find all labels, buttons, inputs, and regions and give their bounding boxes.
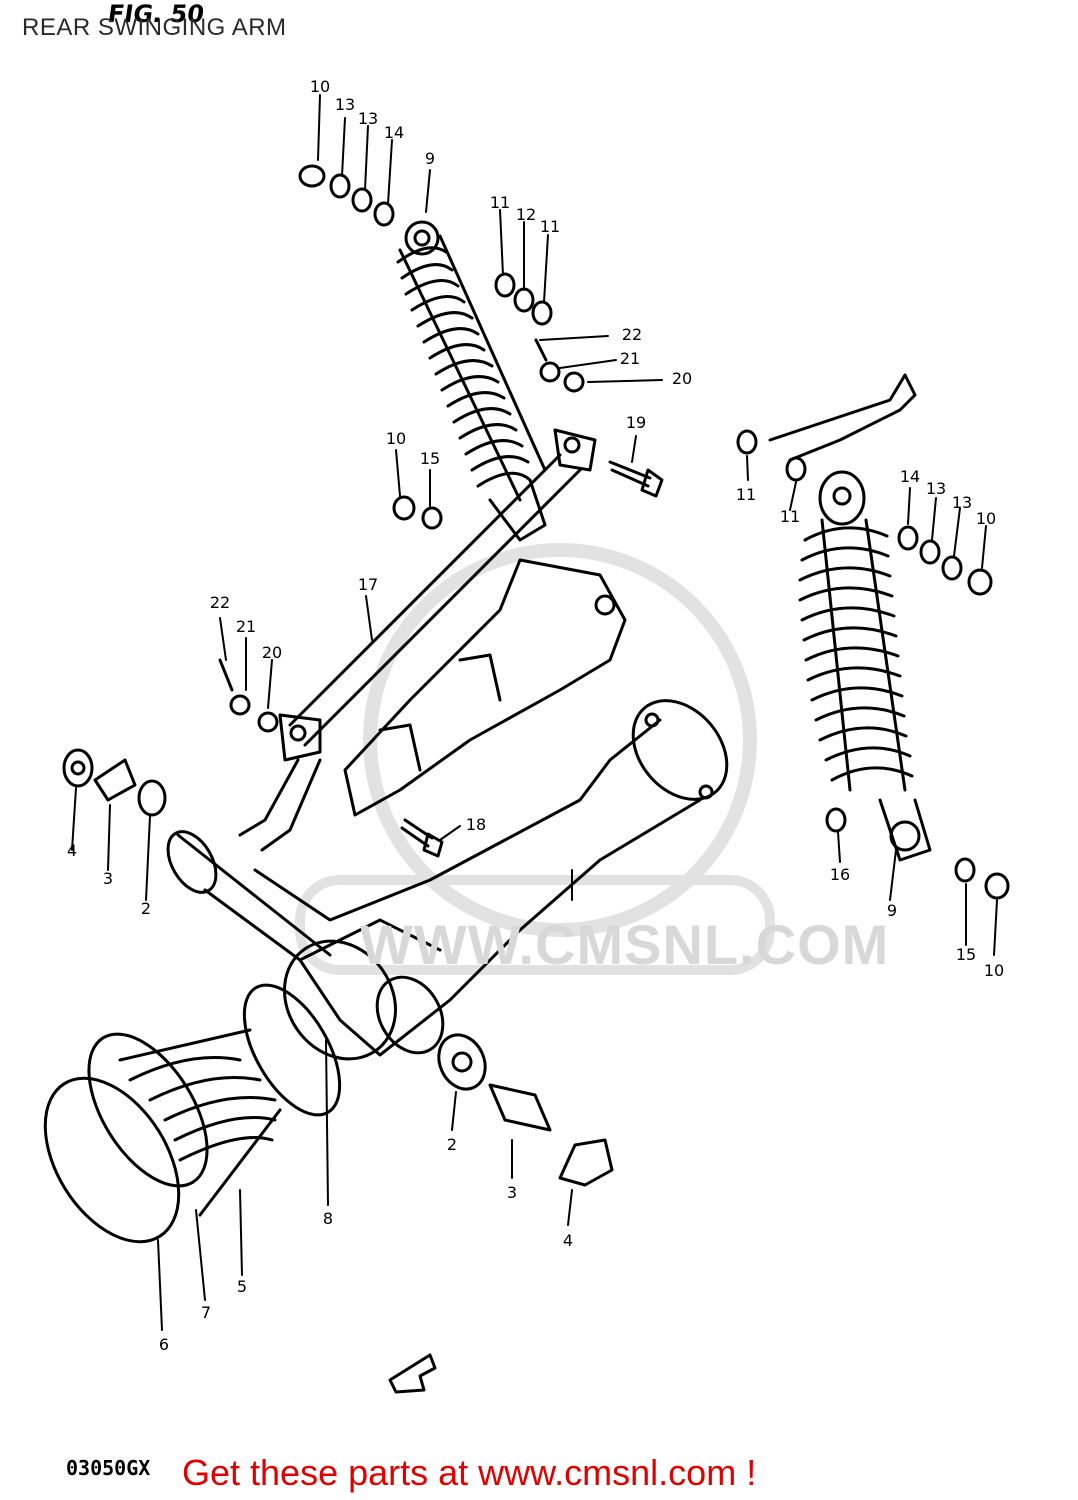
- callout-number: 6: [159, 1335, 169, 1354]
- callout-number: 13: [358, 109, 378, 128]
- watermark-emblem: [295, 543, 775, 975]
- callout-number: 2: [447, 1135, 457, 1154]
- pivot-hardware: [62, 748, 614, 1187]
- callout-number: 13: [335, 95, 355, 114]
- callout-number: 10: [984, 961, 1004, 980]
- callout-number: 20: [262, 643, 282, 662]
- callout-number: 17: [358, 575, 378, 594]
- callout-number: 21: [620, 349, 640, 368]
- callout-number: 9: [887, 901, 897, 920]
- footer-cta-link[interactable]: Get these parts at www.cmsnl.com !: [182, 1452, 757, 1493]
- callout-number: 16: [830, 865, 850, 884]
- callout-number: 22: [210, 593, 230, 612]
- brake-hose: [768, 373, 917, 462]
- callout-number: 11: [736, 485, 756, 504]
- callout-number: 3: [507, 1183, 517, 1202]
- leader-lines: [71, 94, 998, 1331]
- front-arrow-icon: [388, 1353, 437, 1394]
- drawing-code: 03050GX: [66, 1456, 151, 1480]
- shock-absorber-left: [396, 220, 547, 542]
- callout-number: 9: [425, 149, 435, 168]
- callout-number: 21: [236, 617, 256, 636]
- callout-number: 2: [141, 899, 151, 918]
- callout-number: 11: [540, 217, 560, 236]
- callout-number: 20: [672, 369, 692, 388]
- washers-and-nuts: [229, 164, 1010, 900]
- callout-number: 8: [323, 1209, 333, 1228]
- callout-number: 18: [466, 815, 486, 834]
- callout-number: 15: [420, 449, 440, 468]
- callout-number: 11: [780, 507, 800, 526]
- callout-number: 13: [926, 479, 946, 498]
- callout-number: 10: [386, 429, 406, 448]
- torque-rod: [238, 428, 597, 852]
- swinging-arm: [166, 699, 729, 1061]
- callout-number: 4: [563, 1231, 573, 1250]
- callout-number: 22: [622, 325, 642, 344]
- page-title: REAR SWINGING ARM: [22, 14, 287, 41]
- callout-number: 10: [310, 77, 330, 96]
- callout-number: 3: [103, 869, 113, 888]
- callout-number: 14: [900, 467, 920, 486]
- callout-number: 12: [516, 205, 536, 224]
- shock-absorber-right: [798, 470, 932, 862]
- callout-number: 11: [490, 193, 510, 212]
- callout-number: 19: [626, 413, 646, 432]
- callout-number: 7: [201, 1303, 211, 1322]
- callout-labels: 1013131491112112221201910151722212043218…: [67, 77, 1004, 1354]
- callout-number: 14: [384, 123, 404, 142]
- callout-number: 10: [976, 509, 996, 528]
- final-drive-bracket: [343, 558, 627, 817]
- callout-number: 4: [67, 841, 77, 860]
- bolts: [218, 338, 664, 858]
- callout-number: 15: [956, 945, 976, 964]
- callout-number: 13: [952, 493, 972, 512]
- callout-number: 5: [237, 1277, 247, 1296]
- rubber-boot: [43, 983, 342, 1244]
- watermark-text: WWW.CMSNL.COM: [360, 913, 890, 976]
